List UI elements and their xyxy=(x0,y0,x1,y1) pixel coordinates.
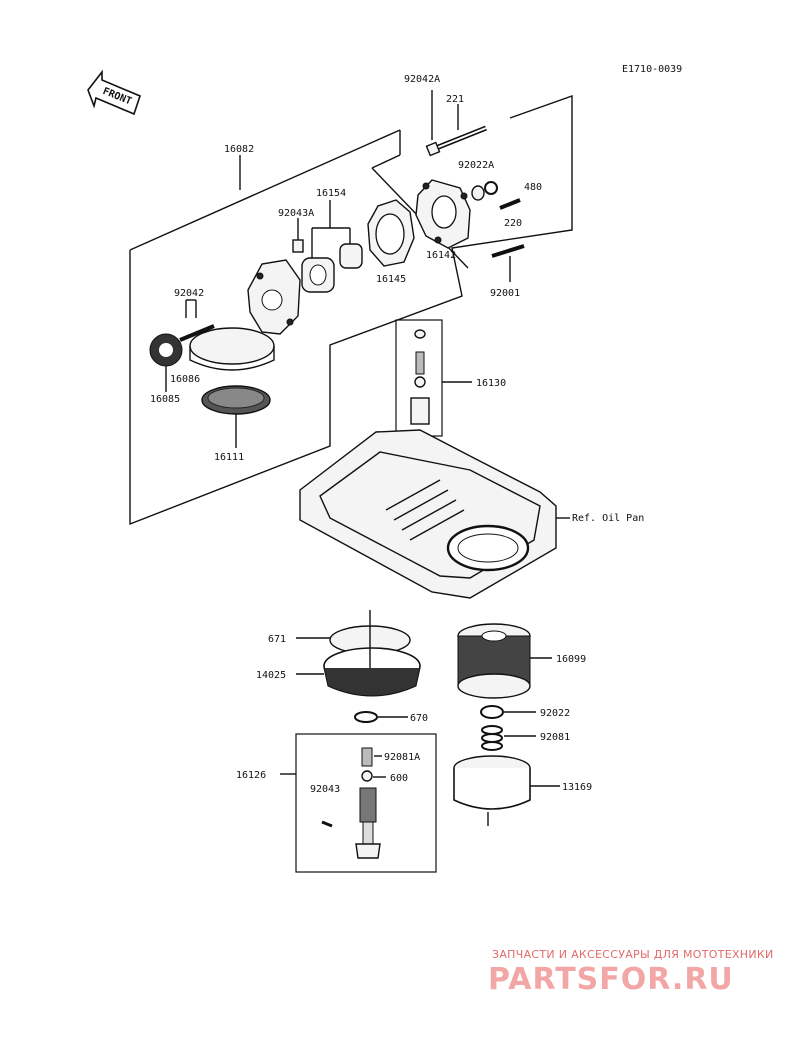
label-480: 480 xyxy=(524,182,542,193)
gasket-16145 xyxy=(367,199,415,267)
pin-92043A xyxy=(292,239,304,253)
rotor-16154 xyxy=(301,200,363,293)
label-92043A: 92043A xyxy=(278,208,314,219)
label-16111: 16111 xyxy=(214,452,244,463)
label-671: 671 xyxy=(268,634,286,645)
pin-92001 xyxy=(491,244,525,258)
watermark-logo: PARTSFOR.RU xyxy=(488,962,734,997)
label-220: 220 xyxy=(504,218,522,229)
label-16085: 16085 xyxy=(150,394,180,405)
label-92081A: 92081A xyxy=(384,752,420,763)
label-92022: 92022 xyxy=(540,708,570,719)
oil-filter-16099 xyxy=(457,623,552,699)
gear-16085 xyxy=(149,333,183,392)
label-16126: 16126 xyxy=(236,770,266,781)
relief-valve-16130 xyxy=(395,319,472,437)
label-92001: 92001 xyxy=(490,288,520,299)
label-13169: 13169 xyxy=(562,782,592,793)
washer-92022A xyxy=(471,185,485,201)
label-16142: 16142 xyxy=(426,250,456,261)
diagram-code: E1710-0039 xyxy=(622,64,683,75)
label-221: 221 xyxy=(446,94,464,105)
strainer-16111 xyxy=(201,385,271,448)
pump-body xyxy=(247,259,301,335)
label-670: 670 xyxy=(410,713,428,724)
label-16145: 16145 xyxy=(376,274,406,285)
label-92022A: 92022A xyxy=(458,160,494,171)
bolt-220 xyxy=(499,198,521,210)
label-ref-oil-pan: Ref. Oil Pan xyxy=(572,513,644,524)
strainer-housing xyxy=(189,327,275,371)
label-92043: 92043 xyxy=(310,784,340,795)
label-92042A: 92042A xyxy=(404,74,440,85)
washer-92022 xyxy=(480,705,504,719)
pump-cover-16142 xyxy=(415,179,471,249)
oring-480 xyxy=(484,181,498,195)
label-600: 600 xyxy=(390,773,408,784)
cover-13169 xyxy=(453,755,560,826)
watermark-tagline: ЗАПЧАСТИ И АКСЕССУАРЫ ДЛЯ МОТОТЕХНИКИ xyxy=(492,948,774,961)
bypass-valve-16126 xyxy=(280,733,437,873)
oring-670 xyxy=(354,711,378,723)
label-16154: 16154 xyxy=(316,188,346,199)
label-92081: 92081 xyxy=(540,732,570,743)
label-16099: 16099 xyxy=(556,654,586,665)
label-16130: 16130 xyxy=(476,378,506,389)
shaft-16086 xyxy=(179,324,215,342)
label-14025: 14025 xyxy=(256,670,286,681)
filter-cover-14025 xyxy=(296,610,421,697)
label-16086: 16086 xyxy=(170,374,200,385)
label-92042: 92042 xyxy=(174,288,204,299)
spring-92081 xyxy=(481,725,536,751)
bolt-221 xyxy=(425,90,487,157)
label-16082: 16082 xyxy=(224,144,254,155)
front-arrow-icon: FRONT xyxy=(87,69,141,116)
oil-pan xyxy=(299,429,570,599)
